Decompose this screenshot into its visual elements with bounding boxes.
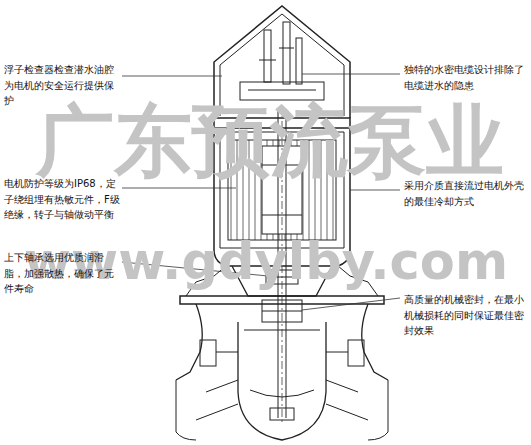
callout-text: 独特的水密电缆设计排除了电缆进水的隐患 <box>404 62 526 93</box>
flange <box>180 296 384 304</box>
cable-glands <box>240 22 324 100</box>
flange-bolt-right <box>348 340 364 366</box>
callout-text: 上下轴承选用优质润滑脂，加强散热，确保了元件寿命 <box>4 250 120 297</box>
impeller-blades <box>206 380 358 392</box>
impeller-nut <box>270 408 294 420</box>
flange-bolt-left <box>200 340 216 366</box>
callout-text: 电机防护等级为IP68，定子绕组埋有热敏元件，F级绝缘，转子与轴做动平衡 <box>4 176 120 223</box>
impeller-hub <box>238 322 326 440</box>
pump-casing-left <box>176 304 202 380</box>
callout-text: 高质量的机械密封，在最小机械损耗的同时保证最佳密封效果 <box>404 292 526 339</box>
cable-hood-inner <box>220 14 344 116</box>
pump-casing-right <box>362 304 388 380</box>
watermark: 广东预流泵业 <box>36 102 504 180</box>
callout-text: 采用介质直接流过电机外壳的最佳冷却方式 <box>404 178 526 209</box>
